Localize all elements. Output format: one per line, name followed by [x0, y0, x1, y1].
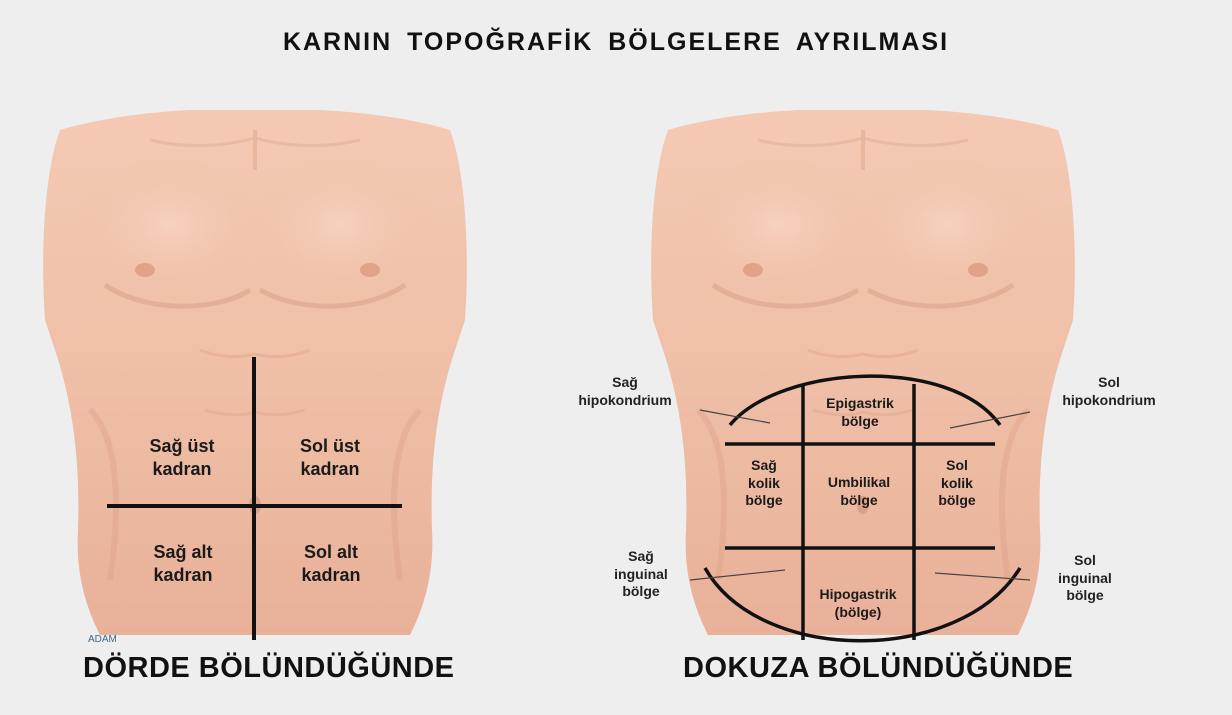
right-caption: DOKUZA BÖLÜNDÜĞÜNDE: [683, 652, 1073, 685]
callout-right-inguinal: Sağ inguinal bölge: [596, 548, 686, 601]
quadrant-lower-left: Sol alt kadran: [261, 541, 401, 586]
callout-left-inguinal: Sol inguinal bölge: [1040, 552, 1130, 605]
region-hypogastric: Hipogastrik (bölge): [804, 586, 912, 621]
quadrant-lower-right: Sağ alt kadran: [113, 541, 253, 586]
quadrant-upper-left: Sol üst kadran: [260, 435, 400, 480]
adam-watermark: ADAM: [88, 634, 117, 647]
left-caption: DÖRDE BÖLÜNDÜĞÜNDE: [83, 652, 455, 685]
region-right-colic: Sağ kolik bölge: [728, 457, 800, 510]
callout-left-hypochondrium: Sol hipokondrium: [1034, 374, 1184, 409]
quadrant-upper-right: Sağ üst kadran: [112, 435, 252, 480]
callout-right-hypochondrium: Sağ hipokondrium: [550, 374, 700, 409]
region-left-colic: Sol kolik bölge: [918, 457, 996, 510]
region-umbilical: Umbilikal bölge: [806, 474, 912, 509]
right-torso: [651, 110, 1075, 635]
region-epigastric: Epigastrik bölge: [808, 395, 912, 430]
